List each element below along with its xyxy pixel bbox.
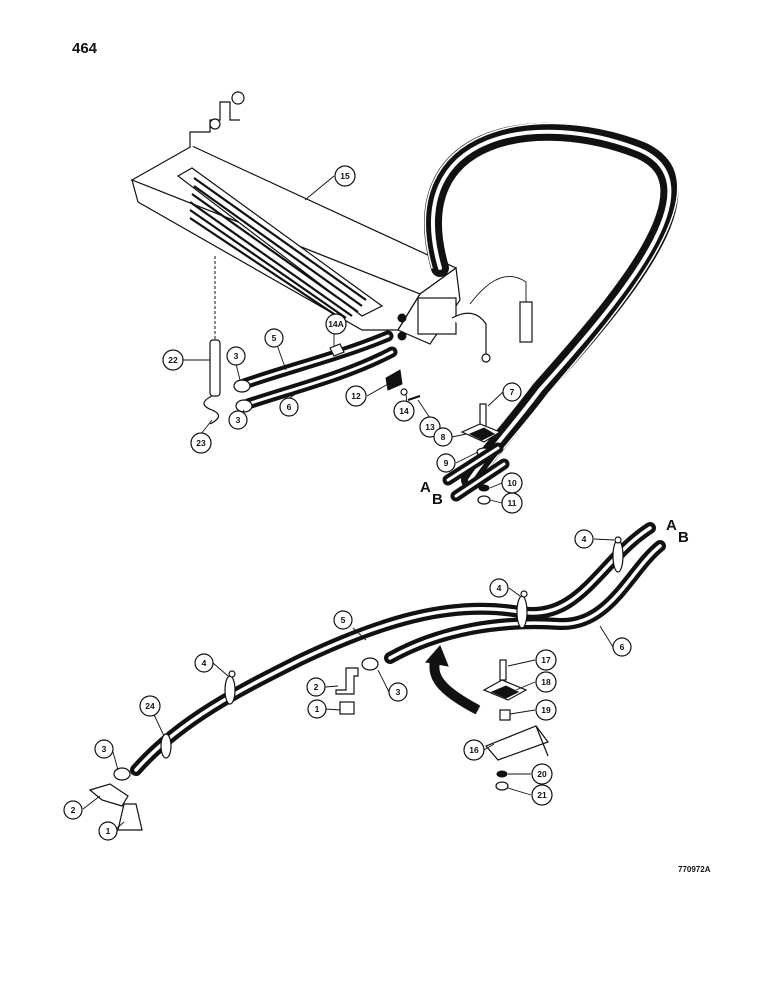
svg-text:2: 2	[314, 682, 319, 692]
short-hoses	[238, 330, 398, 410]
svg-text:4: 4	[497, 583, 502, 593]
callout-3: 3	[226, 346, 246, 366]
svg-text:7: 7	[510, 387, 515, 397]
svg-text:9: 9	[444, 458, 449, 468]
callout-21: 21	[531, 784, 553, 806]
callout-7: 7	[502, 382, 522, 402]
svg-text:6: 6	[620, 642, 625, 652]
callout-1: 1	[307, 699, 327, 719]
svg-text:18: 18	[541, 677, 551, 687]
callout-17: 17	[535, 649, 557, 671]
callout-15: 15	[334, 165, 356, 187]
callout-3: 3	[94, 739, 114, 759]
hose-end-label-b: B	[432, 491, 443, 508]
upper-hose-ends	[442, 442, 510, 502]
hose-straps	[160, 536, 624, 759]
svg-text:6: 6	[287, 402, 292, 412]
svg-text:1: 1	[106, 826, 111, 836]
callout-23: 23	[190, 432, 212, 454]
svg-text:3: 3	[236, 415, 241, 425]
svg-text:8: 8	[441, 432, 446, 442]
callout-6: 6	[279, 397, 299, 417]
callout-10: 10	[501, 472, 523, 494]
svg-text:3: 3	[102, 744, 107, 754]
callout-20: 20	[531, 763, 553, 785]
svg-text:4: 4	[202, 658, 207, 668]
hose-end-label-b-lower: B	[678, 529, 689, 546]
callout-2: 2	[306, 677, 326, 697]
svg-text:21: 21	[537, 790, 547, 800]
svg-text:15: 15	[340, 171, 350, 181]
clip-icon	[385, 369, 403, 391]
svg-text:14: 14	[399, 406, 409, 416]
heater-hoses-upper	[424, 122, 679, 489]
svg-text:19: 19	[541, 705, 551, 715]
svg-text:11: 11	[508, 498, 517, 508]
svg-text:5: 5	[272, 333, 277, 343]
callout-6: 6	[612, 637, 632, 657]
clip-icon	[329, 343, 345, 357]
lower-fittings	[88, 657, 379, 831]
callout-8: 8	[433, 427, 453, 447]
assembly-arrow-icon	[425, 645, 481, 715]
callout-4: 4	[489, 578, 509, 598]
svg-text:24: 24	[145, 701, 155, 711]
svg-text:16: 16	[469, 745, 479, 755]
svg-text:23: 23	[196, 438, 206, 448]
drawing-code: 770972A	[678, 865, 711, 874]
svg-text:3: 3	[396, 687, 401, 697]
callout-9: 9	[436, 453, 456, 473]
heater-unit	[130, 91, 533, 363]
callout-22: 22	[162, 349, 184, 371]
callout-4: 4	[194, 653, 214, 673]
callout-4: 4	[574, 529, 594, 549]
clamp-icon	[233, 379, 251, 393]
callout-5: 5	[264, 328, 284, 348]
svg-text:14A: 14A	[328, 319, 344, 329]
callout-12: 12	[345, 385, 367, 407]
callout-24: 24	[139, 695, 161, 717]
callout-11: 11	[501, 492, 523, 514]
callout-2: 2	[63, 800, 83, 820]
callout-3: 3	[228, 410, 248, 430]
callout-18: 18	[535, 671, 557, 693]
callout-14a: 14A	[325, 313, 347, 335]
svg-text:4: 4	[582, 534, 587, 544]
callout-5: 5	[333, 610, 353, 630]
drain-tube	[203, 256, 221, 425]
callout-1: 1	[98, 821, 118, 841]
svg-text:3: 3	[234, 351, 239, 361]
hose-end-label-a: A	[420, 479, 431, 496]
callout-19: 19	[535, 699, 557, 721]
svg-text:22: 22	[168, 355, 178, 365]
svg-text:12: 12	[351, 391, 361, 401]
page-number: 464	[72, 40, 98, 57]
lower-hoses	[130, 522, 666, 776]
svg-text:20: 20	[537, 769, 547, 779]
clamp-icon	[235, 399, 253, 413]
hose-end-label-a-lower: A	[666, 517, 677, 534]
svg-text:10: 10	[507, 478, 517, 488]
callout-16: 16	[463, 739, 485, 761]
callout-3: 3	[388, 682, 408, 702]
svg-text:1: 1	[315, 704, 320, 714]
upper-clamp-bracket	[460, 403, 502, 505]
svg-text:17: 17	[541, 655, 551, 665]
svg-text:5: 5	[341, 615, 346, 625]
svg-text:2: 2	[71, 805, 76, 815]
svg-text:13: 13	[425, 422, 435, 432]
callout-14: 14	[393, 400, 415, 422]
lower-clamp-bracket	[482, 659, 549, 791]
